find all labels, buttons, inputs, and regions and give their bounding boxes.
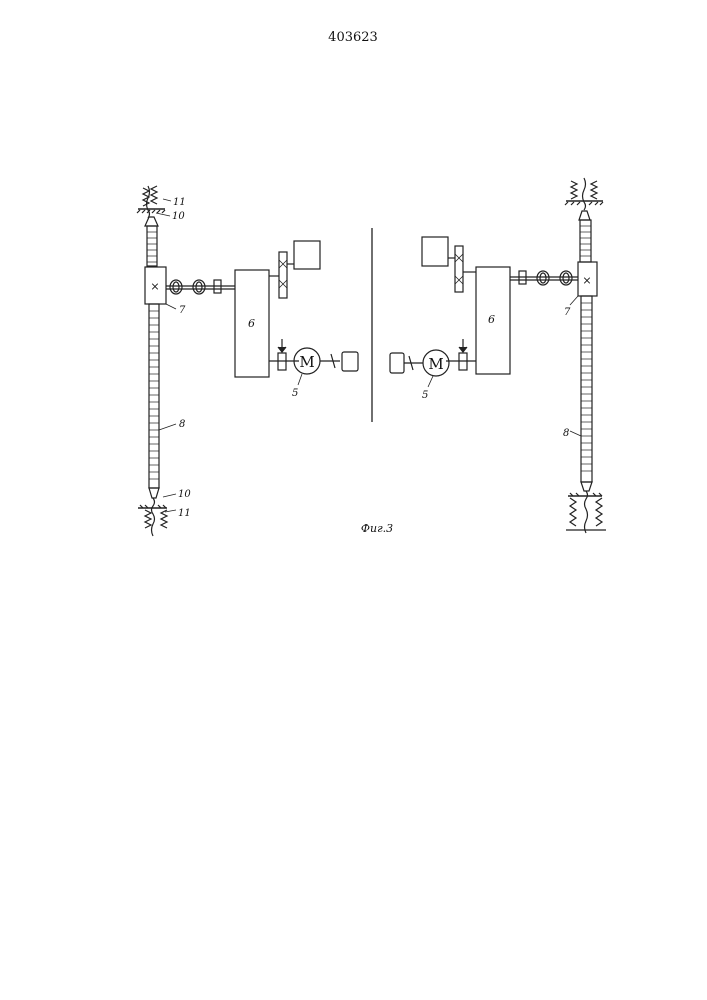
right-label-gearbox: 6 xyxy=(488,313,495,326)
left-label-spring-top: 11 xyxy=(173,197,186,208)
right-gear-shaft xyxy=(448,246,476,292)
right-motor-coupling xyxy=(446,339,476,370)
left-label-motor: 5 xyxy=(292,388,298,399)
right-carriage-mark: × xyxy=(582,274,591,287)
figure-caption: Фиг.3 xyxy=(361,522,393,535)
right-indicator-box xyxy=(422,237,448,266)
left-label-gearbox: 6 xyxy=(248,317,255,330)
right-motor-brake xyxy=(390,353,423,373)
left-assembly: × xyxy=(137,186,358,536)
left-screw-lower-threads xyxy=(149,311,159,479)
left-drive-shaft xyxy=(166,280,235,294)
right-screw-lower-threads xyxy=(581,303,592,471)
left-screw-top-tip xyxy=(145,217,158,226)
right-assembly: × xyxy=(390,178,606,533)
left-indicator-box xyxy=(294,241,320,269)
left-label-anchor-top: 10 xyxy=(172,211,185,222)
patent-number: 403623 xyxy=(328,30,378,45)
right-screw-top-tip xyxy=(579,211,590,220)
left-motor-letter: M xyxy=(299,353,314,371)
right-bottom-spring-mount xyxy=(566,491,606,533)
left-label-spring-bottom: 11 xyxy=(178,508,191,519)
right-top-spring-mount xyxy=(565,178,603,210)
left-label-carriage: 7 xyxy=(179,305,186,316)
left-screw-bottom-tip xyxy=(149,488,159,498)
left-carriage-mark: × xyxy=(150,280,159,293)
right-labels: 6 7 5 8 xyxy=(422,296,581,439)
right-drive-shaft xyxy=(510,271,578,285)
left-screw-lower xyxy=(149,304,159,488)
left-motor-brake xyxy=(320,352,358,371)
right-motor-letter: M xyxy=(428,355,443,373)
right-screw-bottom-tip xyxy=(581,482,592,491)
left-screw-upper-threads xyxy=(147,232,157,262)
left-bottom-spring-mount xyxy=(138,494,176,536)
right-label-carriage: 7 xyxy=(564,307,571,318)
left-labels: 11 10 7 6 5 8 10 11 xyxy=(159,197,302,519)
left-label-anchor-bottom: 10 xyxy=(178,489,191,500)
right-label-motor: 5 xyxy=(422,390,428,401)
right-label-screw: 8 xyxy=(563,428,569,439)
left-top-spring-mount xyxy=(137,186,171,218)
left-gear-shaft xyxy=(269,252,294,298)
left-label-screw: 8 xyxy=(179,419,185,430)
right-screw-upper-threads xyxy=(580,226,591,256)
